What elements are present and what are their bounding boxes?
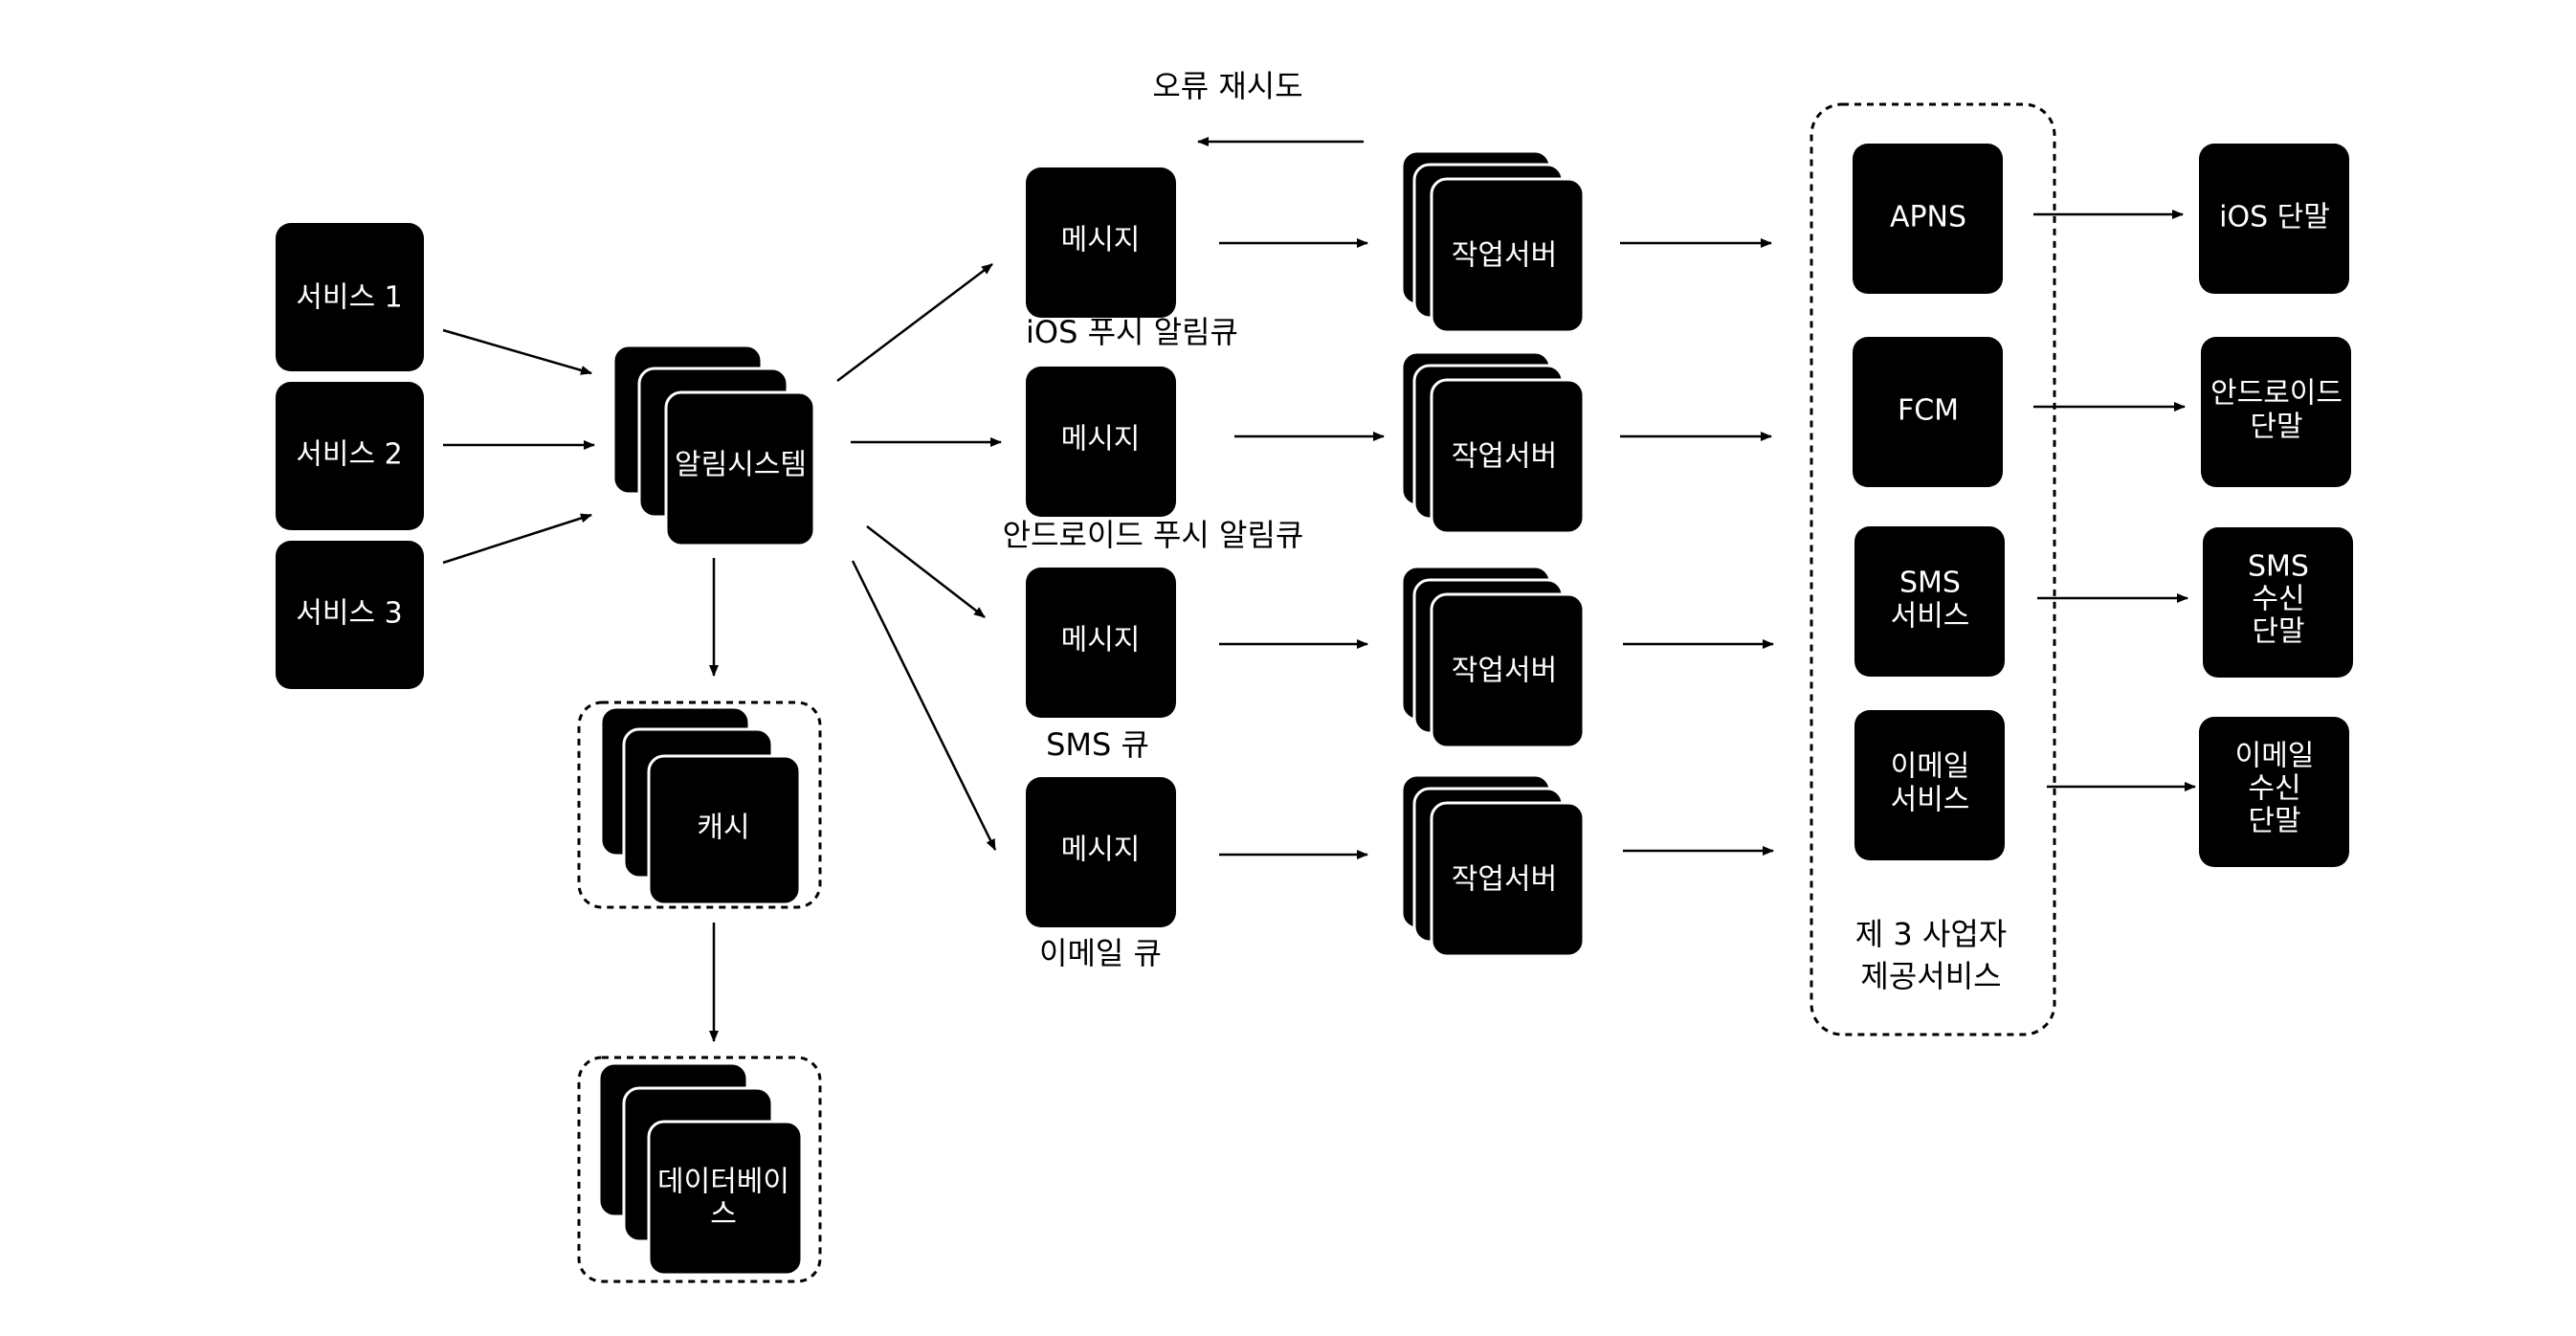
queue-email-label: 이메일 큐 — [1039, 935, 1162, 971]
queue-android-label: 안드로이드 푸시 알림큐 — [1003, 517, 1304, 553]
provider-email-label-line2: 서비스 — [1891, 784, 1970, 817]
queue-email: 메시지 이메일 큐 — [1026, 777, 1176, 971]
device-email-label-line2: 수신 — [2248, 772, 2300, 806]
provider-fcm-label: FCM — [1898, 394, 1959, 428]
notification-system-label: 알림시스템 — [675, 449, 807, 482]
service-label-3: 서비스 3 — [296, 597, 402, 631]
queue-android-message: 메시지 — [1061, 423, 1141, 456]
worker-ios: 작업서버 — [1400, 149, 1586, 334]
worker-sms-label: 작업서버 — [1452, 655, 1557, 688]
device-sms-label-line3: 단말 — [2252, 615, 2304, 649]
arrow-service1-to-system — [442, 328, 592, 375]
database-label-line1: 데이터베이 — [657, 1166, 789, 1199]
provider-email-label-line1: 이메일 — [1891, 750, 1970, 784]
worker-email-label: 작업서버 — [1452, 863, 1557, 897]
provider-email — [1854, 710, 2005, 860]
arrow-system-to-email-queue — [851, 560, 997, 851]
queue-android: 메시지 안드로이드 푸시 알림큐 — [1003, 367, 1304, 553]
database-group: 데이터베이 스 — [577, 1056, 822, 1283]
queue-ios-message: 메시지 — [1061, 224, 1141, 257]
device-android-label-line2: 단말 — [2250, 411, 2302, 444]
worker-ios-label: 작업서버 — [1452, 239, 1557, 273]
cache-label: 캐시 — [697, 812, 749, 845]
provider-sms-label-line1: SMS — [1899, 567, 1961, 600]
device-sms-label-line2: 수신 — [2252, 583, 2304, 616]
arrow-service3-to-system — [442, 513, 592, 565]
provider-apns-label: APNS — [1890, 201, 1966, 234]
queue-sms-message: 메시지 — [1061, 624, 1141, 657]
worker-sms: 작업서버 — [1400, 565, 1586, 749]
device-ios-label: iOS 단말 — [2219, 201, 2330, 234]
arrows — [442, 210, 2196, 1042]
service-label-1: 서비스 1 — [296, 281, 402, 315]
device-email-label-line1: 이메일 — [2235, 740, 2315, 773]
provider-apns — [1853, 144, 2003, 294]
worker-android-label: 작업서버 — [1452, 440, 1557, 474]
third-party-label-line1: 제 3 사업자 — [1855, 916, 2007, 952]
queue-email-message: 메시지 — [1061, 834, 1141, 867]
device-sms-label-line1: SMS — [2248, 550, 2309, 584]
worker-android: 작업서버 — [1400, 350, 1586, 535]
service-box-3: 서비스 3 — [276, 541, 424, 689]
queue-ios-label: iOS 푸시 알림큐 — [1026, 314, 1238, 350]
device-android-label-line1: 안드로이드 — [2210, 377, 2343, 411]
third-party-label-line2: 제공서비스 — [1860, 958, 2001, 994]
arrow-system-to-ios-queue — [836, 263, 993, 382]
arrow-system-to-sms-queue — [866, 525, 986, 618]
provider-sms-label-line2: 서비스 — [1891, 600, 1970, 634]
database-label-line2: 스 — [710, 1198, 737, 1232]
device-sms: SMS 수신 단말 — [2203, 527, 2353, 678]
queue-sms-label: SMS 큐 — [1046, 726, 1149, 763]
service-label-2: 서비스 2 — [296, 438, 402, 472]
queue-sms: 메시지 SMS 큐 — [1026, 568, 1176, 763]
queue-ios: 메시지 iOS 푸시 알림큐 — [1026, 167, 1238, 350]
service-box-2: 서비스 2 — [276, 382, 424, 530]
service-box-1: 서비스 1 — [276, 223, 424, 371]
device-ios: iOS 단말 — [2199, 144, 2349, 294]
third-party-group: APNS FCM SMS 서비스 이메일 서비스 제 3 사업자 제공서비스 — [1810, 102, 2056, 1036]
retry-label: 오류 재시도 — [1152, 68, 1302, 104]
provider-fcm — [1853, 337, 2003, 487]
worker-email: 작업서버 — [1400, 773, 1586, 958]
cache-group: 캐시 — [577, 701, 822, 909]
notification-system-stack: 알림시스템 — [611, 344, 816, 547]
device-email: 이메일 수신 단말 — [2199, 717, 2349, 867]
device-email-label-line3: 단말 — [2248, 805, 2300, 838]
provider-sms — [1854, 526, 2005, 677]
device-android: 안드로이드 단말 — [2201, 337, 2351, 487]
